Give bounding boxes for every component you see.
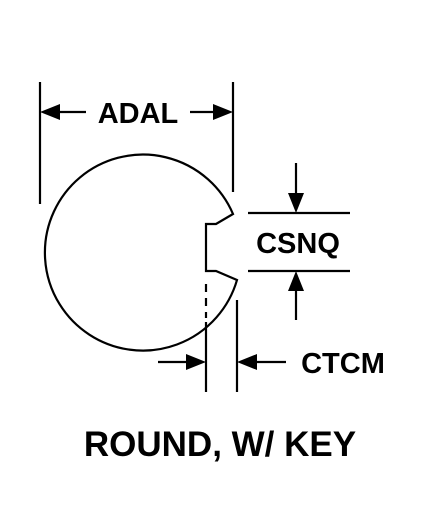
ctcm-label: CTCM: [301, 348, 385, 380]
ctcm-arrowhead-right-icon: [237, 354, 257, 370]
csnq-arrowhead-top-icon: [288, 193, 304, 213]
round-shape-outline: [43, 153, 239, 352]
adal-arrowhead-left-icon: [40, 104, 60, 120]
csnq-arrowhead-bottom-icon: [288, 271, 304, 291]
csnq-label: CSNQ: [256, 228, 340, 260]
adal-label: ADAL: [98, 98, 179, 130]
diagram-caption: ROUND, W/ KEY: [84, 425, 356, 464]
adal-arrowhead-right-icon: [213, 104, 233, 120]
ctcm-arrowhead-left-icon: [186, 354, 206, 370]
